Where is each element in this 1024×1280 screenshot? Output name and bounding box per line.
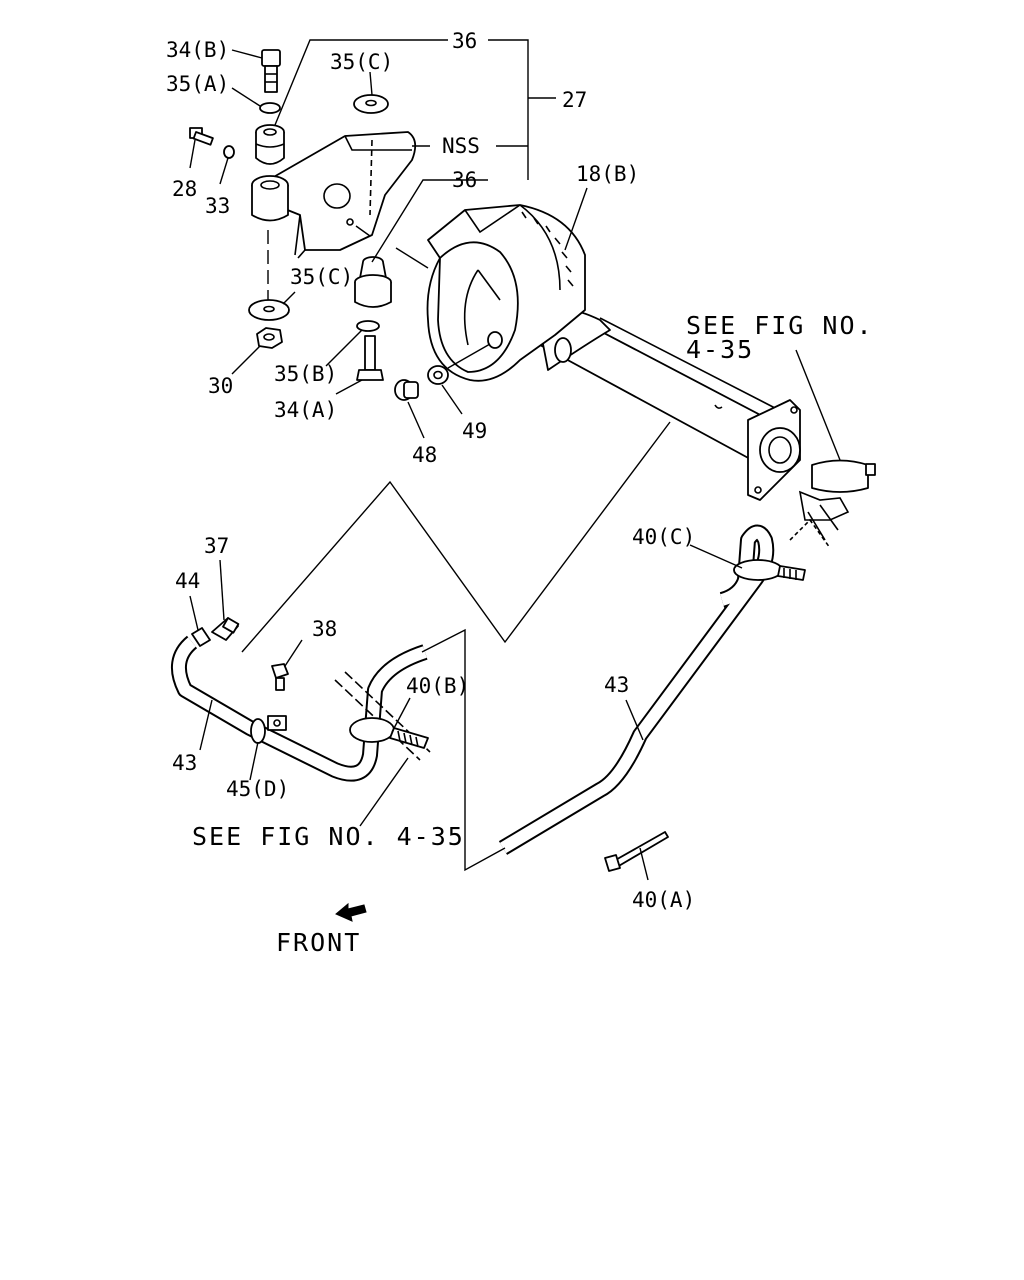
connector-37 <box>211 617 240 641</box>
callout-35b: 35(B) <box>274 362 337 386</box>
washer-35b <box>356 320 380 332</box>
callout-49: 49 <box>462 419 487 443</box>
washer-35a <box>259 102 281 114</box>
callout-nss: NSS <box>442 134 480 158</box>
callout-35c-mid: 35(C) <box>290 265 353 289</box>
washer-35c-top <box>353 94 389 114</box>
callout-labels: 34(B) 35(A) 36 35(C) 27 NSS 36 28 33 18(… <box>166 29 695 912</box>
vent-hose-left <box>170 635 428 782</box>
washer-49 <box>427 365 449 385</box>
callout-33: 33 <box>205 194 230 218</box>
front-label: FRONT <box>276 928 361 957</box>
lower-bushing <box>354 256 392 308</box>
upper-bushing <box>255 124 285 165</box>
callout-28: 28 <box>172 177 197 201</box>
plug-48 <box>394 379 419 401</box>
axle-housing-18b <box>426 204 801 501</box>
callout-40c: 40(C) <box>632 525 695 549</box>
see-fig-bottom: SEE FIG NO. 4-35 <box>192 822 465 851</box>
bushing-sleeve <box>251 175 289 222</box>
bolt-34b <box>261 49 281 93</box>
callout-40a: 40(A) <box>632 888 695 912</box>
band-40b <box>334 671 431 761</box>
break-line-upper <box>241 421 671 653</box>
callout-35a: 35(A) <box>166 72 229 96</box>
callout-34b: 34(B) <box>166 38 229 62</box>
vent-hose-right <box>498 524 775 855</box>
callout-37: 37 <box>204 534 229 558</box>
band-40c <box>733 559 806 581</box>
vent-bracket <box>789 459 876 549</box>
callout-45d: 45(D) <box>226 777 289 801</box>
callout-43-left: 43 <box>172 751 197 775</box>
front-indicator: FRONT <box>276 902 367 957</box>
reference-notes: SEE FIG NO. 4-35 SEE FIG NO. 4-35 <box>192 311 874 851</box>
callout-30: 30 <box>208 374 233 398</box>
clamp-44 <box>191 627 211 647</box>
callout-36-top: 36 <box>452 29 477 53</box>
leader-lines <box>189 39 841 881</box>
cable-tie-40a <box>604 831 669 872</box>
see-fig-right-line2: 4-35 <box>686 335 754 364</box>
nut-30 <box>256 327 283 349</box>
mount-bracket <box>257 131 417 259</box>
washer-33 <box>223 145 235 159</box>
callout-43-right: 43 <box>604 673 629 697</box>
callout-40b: 40(B) <box>406 674 469 698</box>
bolt-38 <box>271 663 289 691</box>
callout-18b: 18(B) <box>576 162 639 186</box>
washer-35c-mid <box>248 299 290 321</box>
callout-38: 38 <box>312 617 337 641</box>
break-line-lower <box>421 628 506 872</box>
bolt-34a <box>356 335 384 381</box>
callout-36-mid: 36 <box>452 168 477 192</box>
callout-35c-top: 35(C) <box>330 50 393 74</box>
front-arrow-icon <box>335 902 367 922</box>
callout-27: 27 <box>562 88 587 112</box>
bolt-28 <box>189 127 214 146</box>
callout-44: 44 <box>175 569 200 593</box>
see-fig-right-line1: SEE FIG NO. <box>686 311 874 340</box>
callout-34a: 34(A) <box>274 398 337 422</box>
callout-48: 48 <box>412 443 437 467</box>
